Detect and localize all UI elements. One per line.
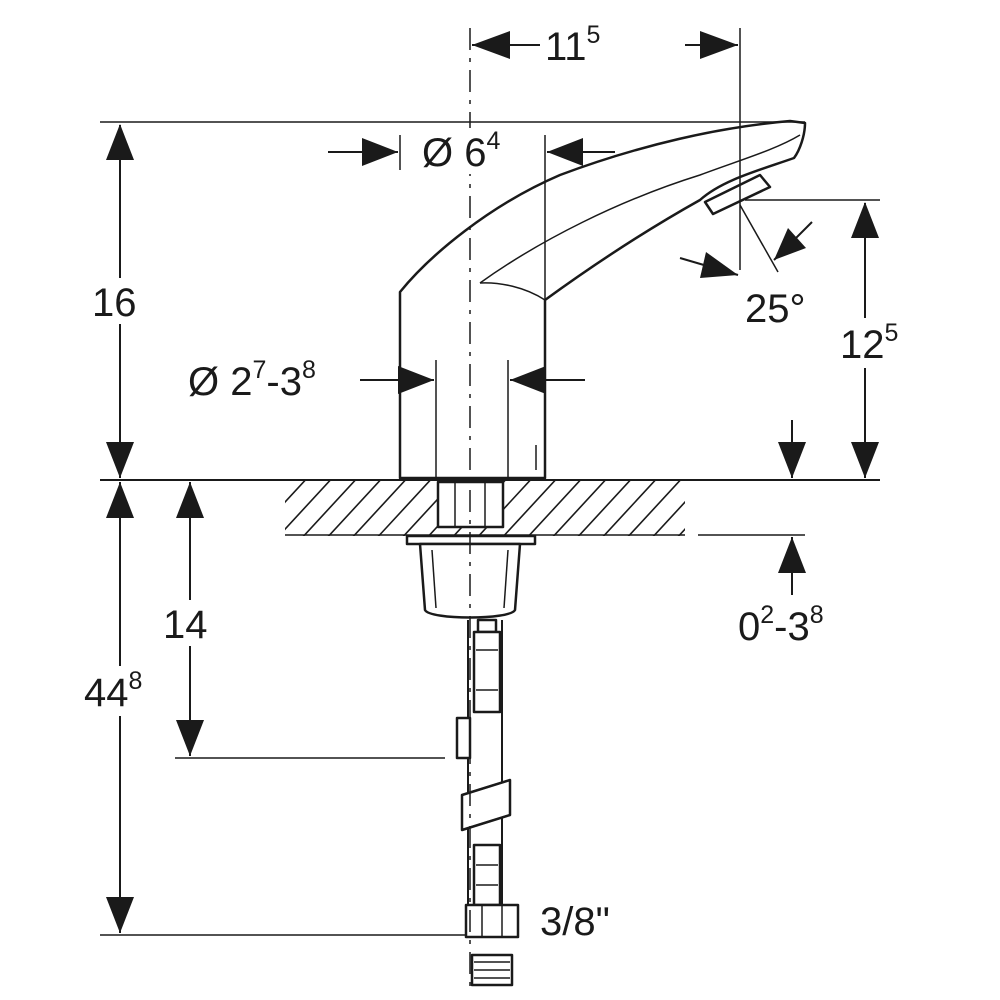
mounting-fittings <box>405 480 537 619</box>
dimension-overall-below-deck: 448 <box>82 482 162 933</box>
svg-text:125: 125 <box>840 319 898 367</box>
svg-text:115: 115 <box>545 21 600 69</box>
overall-below-deck-sup: 8 <box>129 667 143 695</box>
outlet-height-sup: 5 <box>885 319 899 347</box>
countertop-section <box>100 479 880 536</box>
spray-angle-value: 25° <box>745 287 806 331</box>
deck-thickness-sup1: 2 <box>760 601 774 629</box>
dimension-spout-reach: 115 <box>472 20 738 70</box>
hole-diameter-sup2: 8 <box>302 356 316 384</box>
deck-thickness-sup2: 8 <box>810 601 824 629</box>
countertop-hatching <box>285 481 685 536</box>
dimension-spout-diameter: Ø 64 <box>328 127 615 300</box>
overall-below-deck-value: 44 <box>84 671 129 715</box>
hole-diameter-mid: -3 <box>266 360 302 404</box>
dimension-deck-thickness: 02-38 <box>738 537 824 649</box>
dimension-outlet-height: 125 <box>778 202 928 478</box>
total-height-value: 16 <box>92 281 137 325</box>
hole-diameter-prefix: Ø 2 <box>188 360 252 404</box>
faucet-body <box>398 119 807 480</box>
outlet-height-value: 12 <box>840 323 885 367</box>
svg-text:02-38: 02-38 <box>738 601 824 649</box>
hole-diameter-sup1: 7 <box>252 356 266 384</box>
spout-aerator <box>703 173 772 216</box>
svg-text:Ø 64: Ø 64 <box>422 127 500 175</box>
dimension-spray-angle: 25° <box>679 204 813 331</box>
below-deck-depth-value: 14 <box>163 603 208 647</box>
supply-hose <box>455 618 512 907</box>
deck-thickness-mid: -3 <box>774 605 810 649</box>
dimension-total-height: 16 <box>90 124 150 478</box>
connection-thread-label: 3/8" <box>540 900 610 944</box>
spout-diameter-sup: 4 <box>486 127 500 155</box>
svg-text:Ø 27-38: Ø 27-38 <box>188 356 316 404</box>
extension-lines <box>100 28 880 936</box>
spout-diameter-value: Ø 6 <box>422 131 486 175</box>
spout-reach-value: 11 <box>545 25 587 69</box>
dimension-below-deck-depth: 14 <box>158 482 218 756</box>
svg-text:448: 448 <box>84 667 142 715</box>
dimension-hole-diameter: Ø 27-38 <box>188 356 585 404</box>
deck-thickness-prefix: 0 <box>738 605 760 649</box>
spout-reach-sup: 5 <box>587 21 601 49</box>
connection-nut <box>464 903 520 987</box>
